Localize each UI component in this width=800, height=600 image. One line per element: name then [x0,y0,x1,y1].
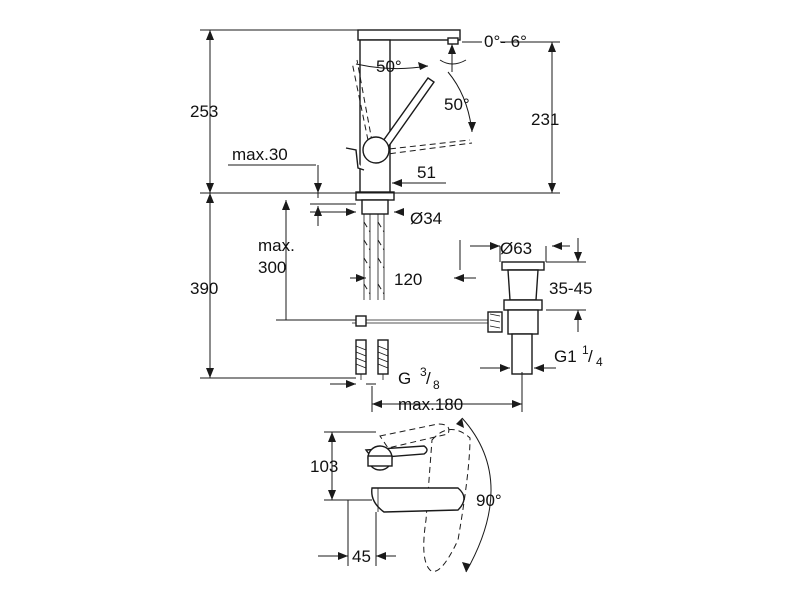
label-supply-thread: G 3 / 8 [398,365,440,392]
label-supply-thread-num: 3 [420,365,427,379]
faucet-top-view [318,417,492,573]
label-max-mount-length-line2: 300 [258,258,286,277]
label-lever-angle-2: 50° [444,95,470,114]
label-spout-height: 231 [531,110,559,129]
label-max-reach: max.180 [398,395,463,414]
label-supply-thread-den: 8 [433,378,440,392]
label-waste-thread-prefix: G1 [554,347,577,366]
label-base-diameter: Ø34 [410,209,442,228]
label-waste-thread-num: 1 [582,343,589,357]
label-total-height-upper: 253 [190,102,218,121]
label-top-view-offset: 45 [352,547,371,566]
label-waste-thread: G1 1 / 4 [554,343,603,369]
label-swivel-angle: 90° [476,491,502,510]
label-supply-thread-prefix: G [398,369,411,388]
label-waste-thread-slash: / [588,347,593,366]
waste-valve [487,261,545,375]
faucet-body-side-view [345,29,473,215]
label-lever-height-top-view: 103 [310,457,338,476]
label-pull-rod-offset: 120 [394,270,422,289]
label-max-mount-length-line1: max. [258,236,295,255]
label-max-deck-thickness: max.30 [232,145,288,164]
supply-hoses [355,214,389,380]
pull-rod [352,315,494,327]
label-lever-angle-1: 50° [376,57,402,76]
label-base-offset: 51 [417,163,436,182]
label-supply-thread-slash: / [426,369,431,388]
label-waste-height: 35-45 [549,279,592,298]
dimension-lines [200,29,586,412]
label-waste-thread-den: 4 [596,355,603,369]
label-waste-diameter: Ø63 [500,239,532,258]
label-spout-angle-range: 0°- 6° [484,32,527,51]
label-total-height-lower: 390 [190,279,218,298]
